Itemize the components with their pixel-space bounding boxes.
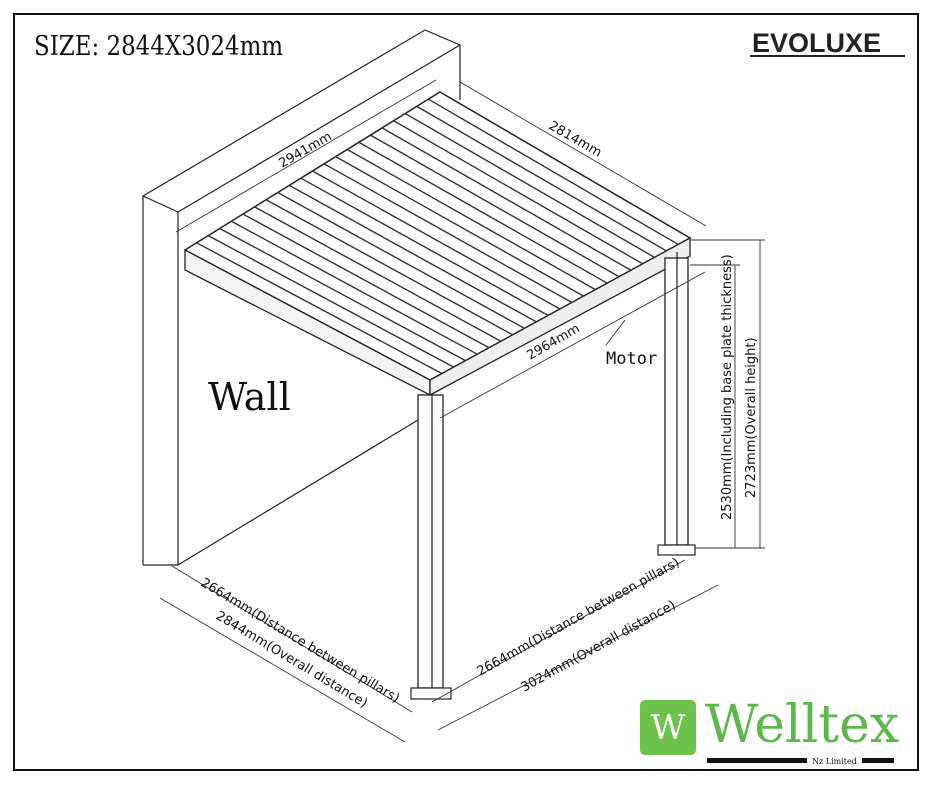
back-pillar bbox=[657, 252, 696, 556]
roof-slat bbox=[231, 220, 478, 355]
roof-slat bbox=[335, 156, 584, 297]
logo-bar-right bbox=[862, 758, 894, 763]
logo-subtitle: Nz Limited bbox=[812, 757, 857, 766]
roof-slat bbox=[393, 120, 644, 265]
dim-height-inner: 2530mm(Including base plate thickness) bbox=[720, 254, 735, 520]
dimension-lines bbox=[159, 79, 765, 743]
roof-slat bbox=[404, 112, 655, 258]
roof-slat bbox=[196, 242, 443, 375]
model-name: EVOLUXE bbox=[752, 28, 881, 58]
logo-mark-letter: W bbox=[651, 708, 686, 748]
roof-slat bbox=[300, 177, 549, 317]
roof-slat bbox=[277, 191, 525, 329]
roof-slat bbox=[242, 213, 490, 349]
wall-label: Wall bbox=[208, 375, 291, 419]
motor-label: Motor bbox=[606, 349, 657, 369]
roof-slat bbox=[428, 98, 679, 246]
roof-slat bbox=[254, 206, 502, 342]
dim-left-pillars: 2664mm(Distance between pillars) bbox=[198, 576, 402, 707]
roof-slat bbox=[323, 163, 573, 304]
roof-slat bbox=[288, 184, 537, 323]
roof-slat bbox=[346, 148, 596, 291]
dim-height-overall: 2723mm(Overall height) bbox=[744, 337, 759, 498]
welltex-logo: W Welltex Nz Limited bbox=[640, 695, 899, 766]
wall bbox=[142, 29, 461, 566]
roof-slat bbox=[219, 227, 466, 362]
dim-roof-right: 2814mm bbox=[546, 118, 604, 160]
front-pillar bbox=[410, 394, 452, 700]
frame-border bbox=[13, 13, 919, 771]
roof-slat bbox=[416, 105, 667, 252]
roof-slat bbox=[370, 134, 620, 278]
roof-slat bbox=[358, 141, 608, 284]
roof bbox=[183, 91, 692, 397]
logo-mark bbox=[640, 700, 696, 755]
roof-slat bbox=[265, 199, 514, 336]
logo-brand: Welltex bbox=[705, 695, 899, 755]
roof-slat bbox=[312, 170, 561, 310]
size-label: SIZE: 2844X3024mm bbox=[34, 30, 283, 61]
roof-slat bbox=[207, 235, 454, 368]
logo-bar-left bbox=[707, 758, 807, 763]
roof-slat bbox=[381, 127, 632, 271]
